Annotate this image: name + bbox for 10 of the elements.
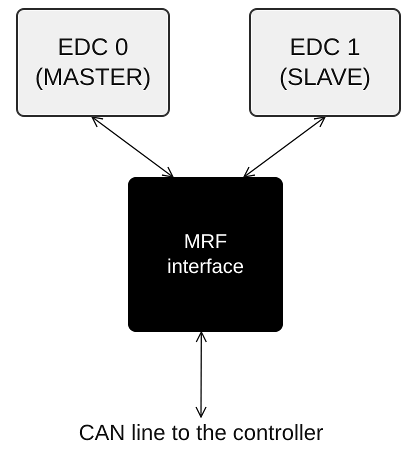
bus-label: CAN line to the controller [78, 419, 324, 447]
double-arrow [195, 331, 207, 418]
box-label: EDC 1 (SLAVE) [278, 32, 372, 92]
interface-box [128, 177, 283, 332]
process-box [249, 8, 401, 117]
process-box [16, 8, 170, 117]
double-arrow [91, 116, 174, 178]
box-label: EDC 0 (MASTER) [34, 32, 152, 92]
box-label: MRF interface [166, 230, 245, 280]
double-arrow [243, 116, 326, 178]
